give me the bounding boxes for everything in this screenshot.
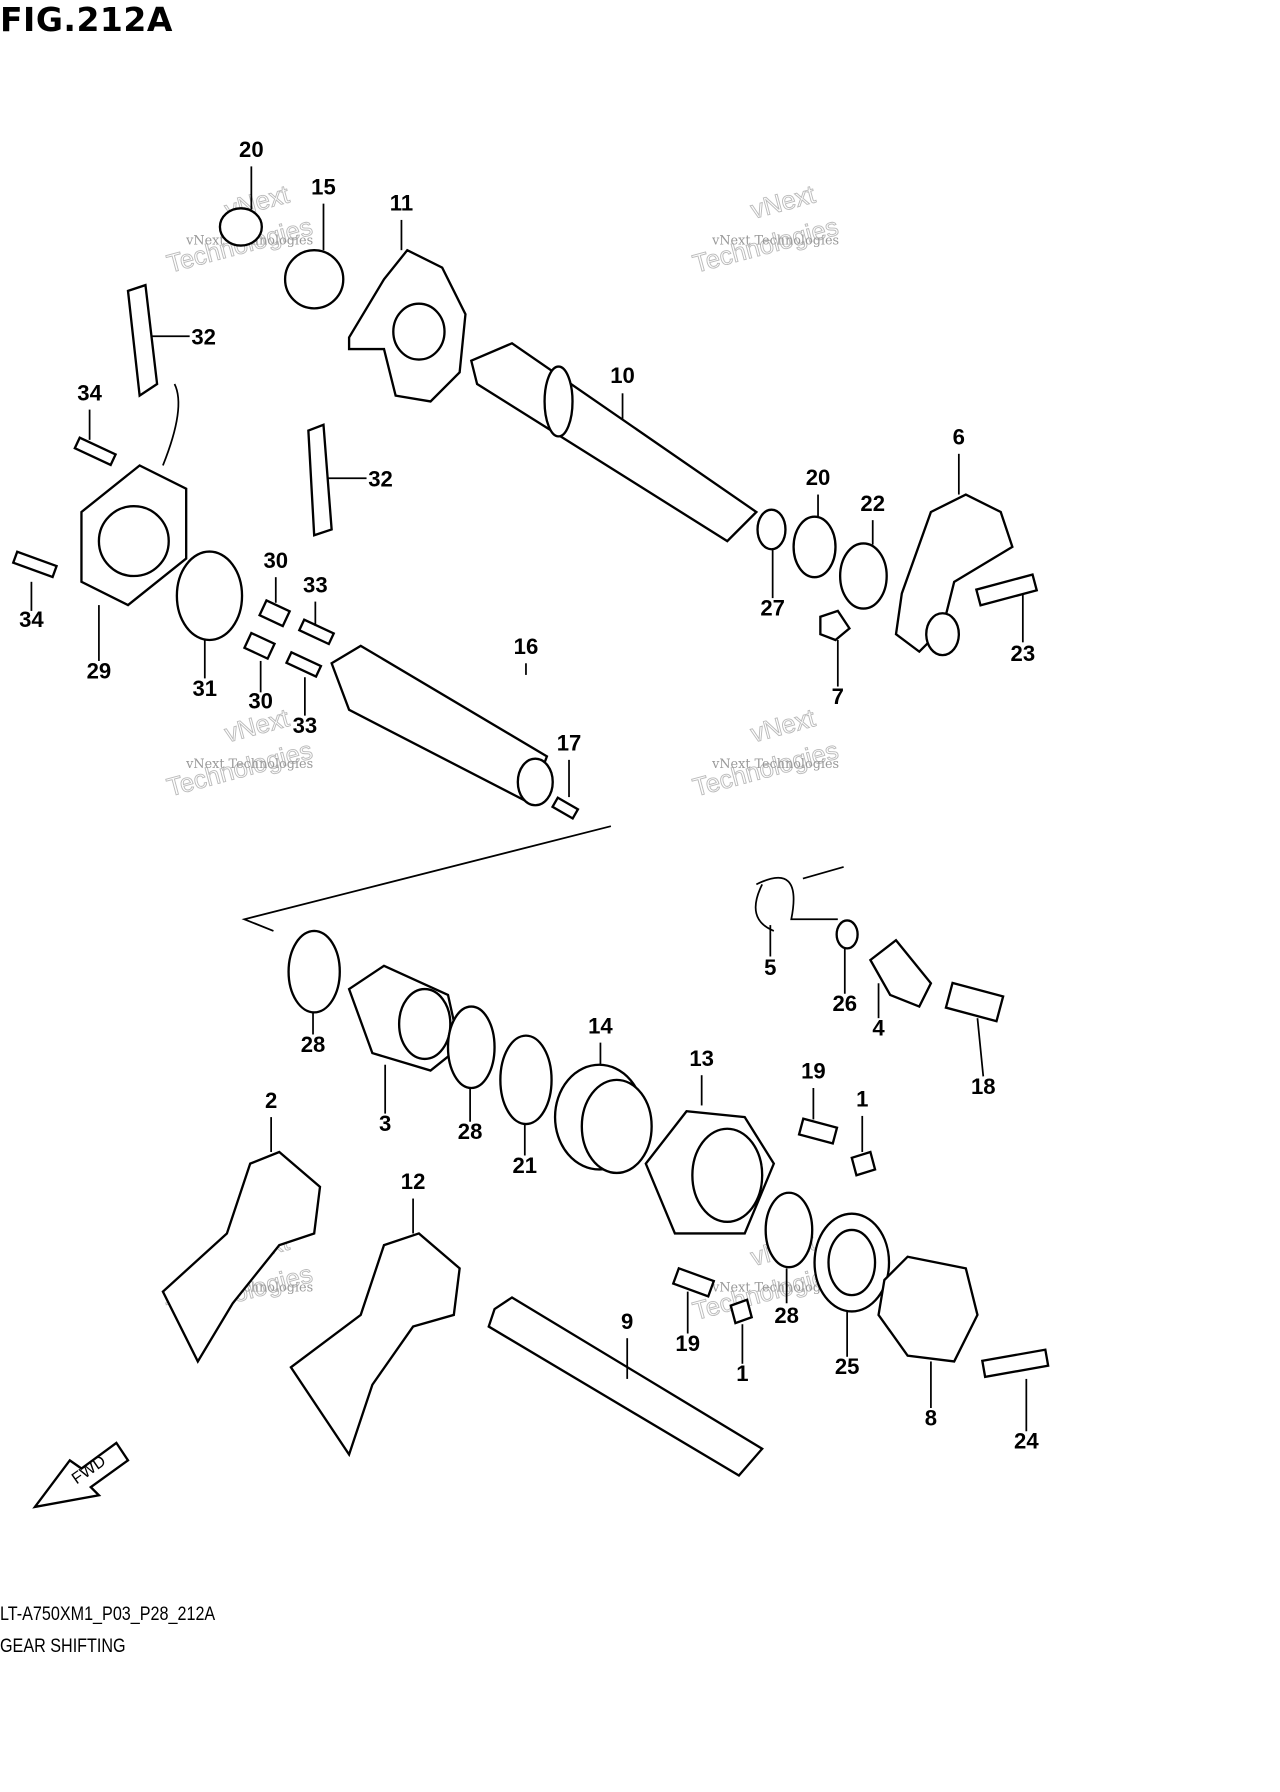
callout-9: 9 — [621, 1309, 633, 1334]
svg-text:vNext: vNext — [748, 181, 818, 225]
callout-2: 2 — [265, 1088, 277, 1113]
callout-21: 21 — [513, 1153, 538, 1178]
bolt-34-a — [73, 436, 118, 467]
callout-31: 31 — [193, 676, 218, 701]
oil-seal-22 — [838, 542, 888, 610]
nut-7 — [819, 609, 852, 642]
washer-21 — [499, 1034, 553, 1126]
callout-28: 28 — [458, 1119, 483, 1144]
clip-32-a — [126, 283, 159, 398]
callout-16: 16 — [514, 634, 539, 659]
spring-33-b — [284, 650, 323, 679]
callout-30: 30 — [263, 548, 288, 573]
callout-19: 19 — [801, 1059, 826, 1084]
figure-title: FIG.212A — [0, 0, 173, 39]
callout-1: 1 — [736, 1361, 748, 1386]
gearshift-cam-stopper-8 — [877, 1255, 979, 1363]
callout-26: 26 — [833, 991, 858, 1016]
callout-5: 5 — [764, 955, 776, 980]
svg-text:vNext Technologies: vNext Technologies — [185, 757, 313, 772]
callout-12: 12 — [401, 1169, 426, 1194]
leader-line — [976, 1018, 985, 1077]
circlip-27 — [756, 508, 787, 551]
gearshift-lever-6 — [894, 493, 1014, 654]
section-name: GEAR SHIFTING — [0, 1636, 126, 1657]
pin-17 — [550, 796, 580, 821]
callout-33: 33 — [293, 713, 318, 738]
callout-28: 28 — [774, 1303, 799, 1328]
callout-29: 29 — [87, 658, 112, 683]
washer-20 — [792, 515, 837, 579]
gearshift-shaft-10 — [469, 341, 759, 543]
callout-15: 15 — [311, 174, 336, 199]
pin-30-b — [242, 631, 277, 661]
callout-32: 32 — [191, 324, 216, 349]
gearshift-cam-stopper-4 — [868, 938, 933, 1009]
callout-23: 23 — [1011, 641, 1036, 666]
callout-1: 1 — [856, 1087, 868, 1112]
callout-34: 34 — [77, 380, 102, 405]
callout-8: 8 — [925, 1405, 937, 1430]
svg-text:vNext Technologies: vNext Technologies — [711, 233, 839, 248]
shift-fork-12 — [289, 1232, 461, 1458]
callout-22: 22 — [860, 491, 885, 516]
callout-11: 11 — [390, 191, 413, 216]
callout-25: 25 — [835, 1354, 860, 1379]
callout-13: 13 — [689, 1046, 714, 1071]
callouts: 2015113210343262022342931303330332772316… — [19, 137, 1039, 1454]
svg-text:vNext Technologies: vNext Technologies — [711, 1281, 839, 1296]
circlip-28-b — [446, 1005, 496, 1090]
washer-1-b — [729, 1298, 754, 1325]
spring-33-a — [297, 618, 336, 646]
washer-20-top — [218, 207, 263, 247]
shift-fork-2 — [161, 1150, 322, 1364]
bolt-19-b — [671, 1266, 716, 1298]
clip-32-b — [307, 423, 333, 537]
callout-3: 3 — [379, 1111, 391, 1136]
callout-34: 34 — [19, 607, 44, 632]
callout-7: 7 — [832, 684, 844, 709]
callout-4: 4 — [872, 1016, 885, 1041]
circlip-28-c — [764, 1191, 814, 1269]
svg-text:vNext: vNext — [748, 704, 818, 748]
spring-15 — [283, 249, 345, 310]
bolt-23 — [974, 573, 1039, 607]
callout-33: 33 — [303, 572, 328, 597]
callout-6: 6 — [953, 425, 965, 450]
callout-32: 32 — [368, 466, 393, 491]
callout-20: 20 — [239, 137, 264, 162]
bolt-18 — [944, 981, 1005, 1023]
shift-fork-shaft-9 — [487, 1296, 764, 1477]
bolt-19-a — [797, 1117, 839, 1145]
callout-19: 19 — [675, 1331, 700, 1356]
washer-1-a — [850, 1150, 877, 1177]
svg-text:vNext Technologies: vNext Technologies — [711, 757, 839, 772]
fwd-arrow-icon: FWD — [32, 1441, 130, 1509]
callout-24: 24 — [1014, 1429, 1039, 1454]
o-ring-31 — [175, 550, 244, 642]
washer-26 — [835, 919, 859, 950]
callout-17: 17 — [557, 731, 582, 756]
callout-14: 14 — [588, 1013, 613, 1038]
callout-28: 28 — [301, 1032, 326, 1057]
pin-30-a — [258, 598, 292, 628]
callout-27: 27 — [760, 596, 785, 621]
model-code: LT-A750XM1_P03_P28_212A — [0, 1604, 216, 1625]
circlip-28-a — [287, 929, 341, 1014]
parts-drawing — [11, 207, 1050, 1477]
gearshift-cam-16 — [330, 644, 549, 805]
callout-30: 30 — [248, 689, 273, 714]
callout-18: 18 — [971, 1074, 996, 1099]
spring-5 — [754, 866, 844, 932]
callout-10: 10 — [610, 363, 635, 388]
bolt-24 — [980, 1348, 1050, 1379]
bolt-34-b — [11, 550, 59, 579]
callout-20: 20 — [806, 465, 831, 490]
